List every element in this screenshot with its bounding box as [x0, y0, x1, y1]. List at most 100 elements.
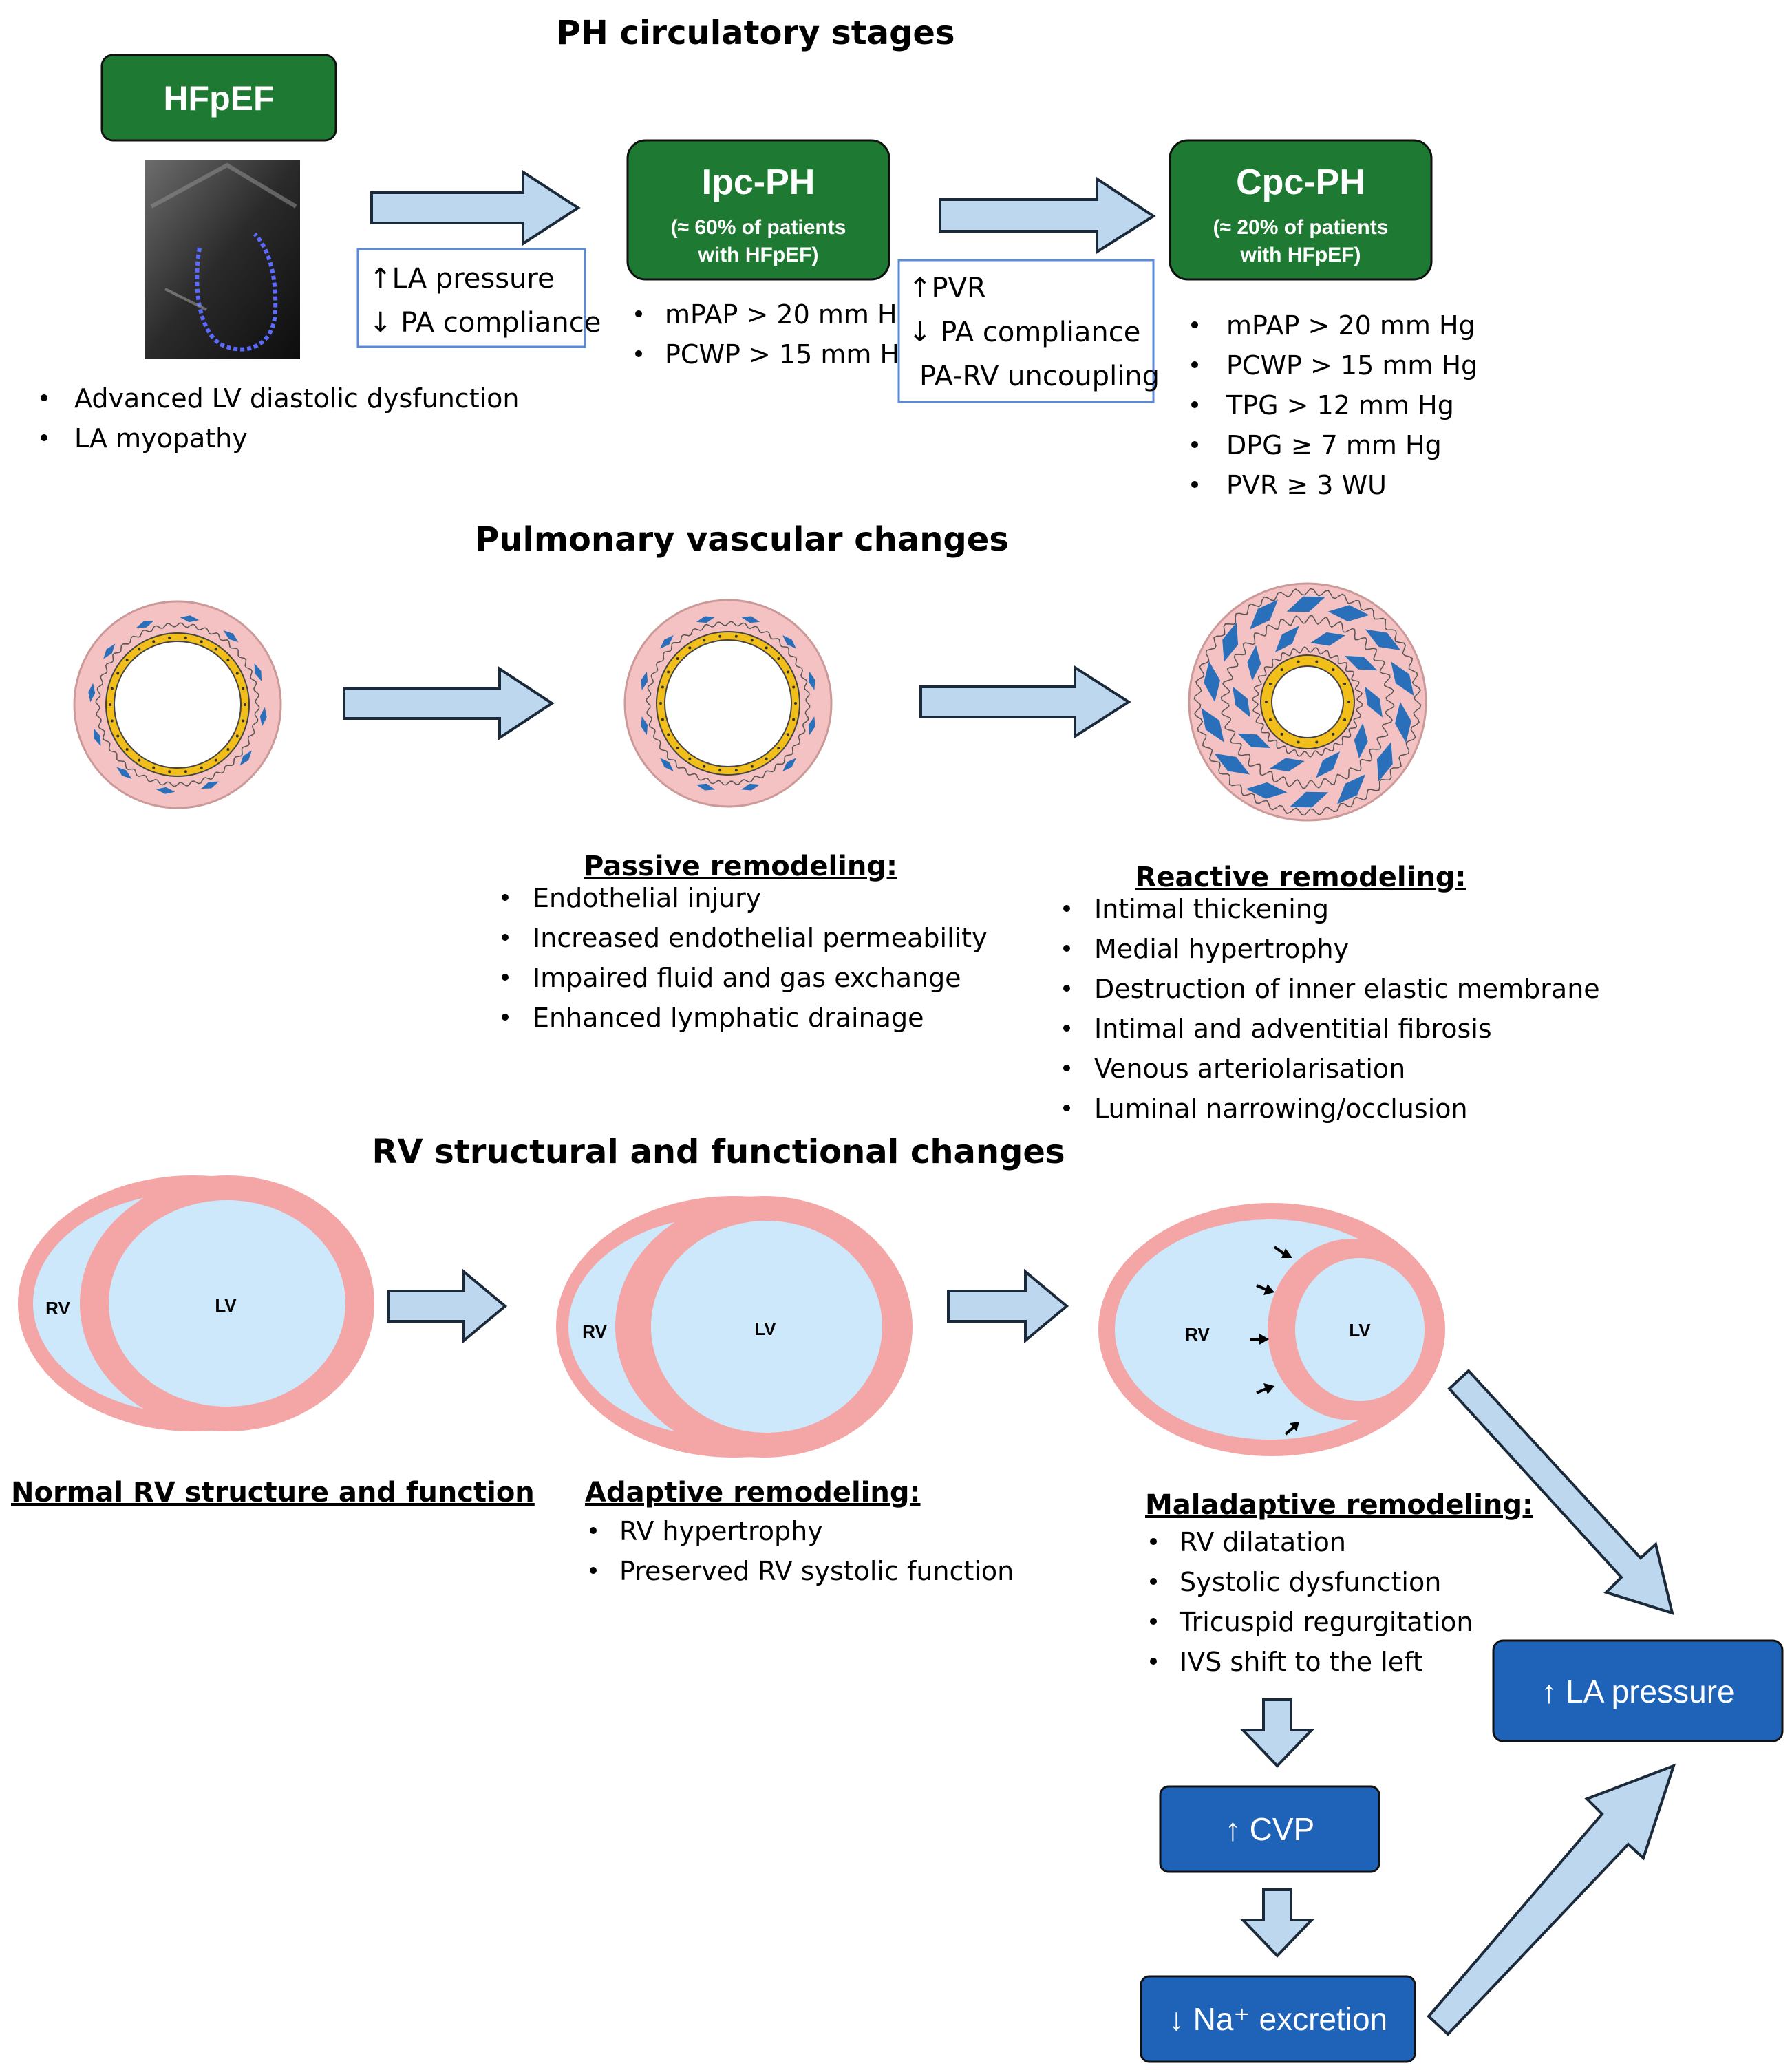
endothelial-nucleus	[1297, 740, 1300, 744]
smooth-muscle-cell	[1286, 596, 1325, 612]
smooth-muscle-cell	[93, 728, 101, 747]
passive-bullet-4: Enhanced lymphatic drainage	[533, 1003, 924, 1033]
endothelial-nucleus	[750, 765, 754, 768]
ipc-ph-label: Ipc-PH	[702, 162, 815, 202]
reactive-bullet-5: Venous arteriolarisation	[1094, 1054, 1405, 1084]
smooth-muscle-cell	[1344, 655, 1378, 671]
endothelial-nucleus	[1315, 660, 1319, 663]
smooth-muscle-cell	[180, 615, 200, 623]
smooth-muscle-cell	[1327, 605, 1369, 622]
endothelial-nucleus	[125, 659, 129, 662]
smooth-muscle-cell	[1214, 753, 1250, 775]
normal-heading: Normal RV structure and function	[11, 1477, 535, 1508]
maladaptive-remodeling: Maladaptive remodeling: RV dilatation Sy…	[1145, 1489, 1533, 1677]
endothelial-nucleus	[116, 734, 120, 738]
endothelial-nucleus	[1332, 668, 1335, 672]
endothelial-nucleus	[667, 733, 670, 736]
cpc-ph-bullets: mPAP > 20 mm Hg PCWP > 15 mm Hg TPG > 12…	[1191, 310, 1478, 500]
reactive-bullet-1: Intimal thickening	[1094, 894, 1329, 924]
transition-box-1: ↑LA pressure ↓ PA compliance	[356, 248, 601, 348]
heart-adaptive-lv: LV	[754, 1319, 776, 1339]
smooth-muscle-cell	[660, 635, 674, 649]
rv-title: RV structural and functional changes	[372, 1133, 1065, 1171]
vessel-passive	[623, 599, 833, 808]
maladaptive-bullet-3: Tricuspid regurgitation	[1179, 1607, 1473, 1637]
transition2-line3: PA-RV uncoupling	[919, 361, 1160, 392]
endothelial-nucleus	[200, 640, 203, 643]
smooth-muscle-cell	[136, 620, 154, 628]
reactive-bullet-4: Intimal and adventitial fibrosis	[1094, 1014, 1492, 1044]
endothelial-nucleus	[792, 685, 796, 689]
elastic-fiber	[1193, 588, 1422, 816]
endothelial-nucleus	[718, 769, 722, 772]
transition2-line2: ↓ PA compliance	[908, 317, 1140, 348]
na-excretion-label: ↓ Na⁺ excretion	[1169, 2001, 1387, 2037]
hfpef-bullets: Advanced LV diastolic dysfunction LA myo…	[41, 383, 519, 454]
endothelial-nucleus	[138, 758, 141, 762]
endothelial-nucleus	[661, 718, 664, 721]
endothelial-nucleus	[667, 670, 670, 674]
arrow-right-3	[343, 666, 555, 740]
endothelial-nucleus	[765, 757, 768, 760]
maladaptive-bullet-1: RV dilatation	[1180, 1527, 1346, 1557]
cpc-bullet-4: DPG ≥ 7 mm Hg	[1226, 430, 1442, 460]
smooth-muscle-cell	[116, 767, 132, 779]
endothelial-nucleus	[661, 685, 664, 689]
endothelial-nucleus	[786, 670, 789, 674]
smooth-muscle-cell	[1233, 686, 1250, 718]
smooth-muscle-cell	[254, 663, 262, 681]
reactive-bullet-3: Destruction of inner elastic membrane	[1094, 974, 1600, 1004]
smooth-muscle-cell	[1269, 758, 1305, 772]
endothelial-nucleus	[1265, 701, 1268, 703]
reactive-bullet-2: Medial hypertrophy	[1094, 934, 1349, 964]
cpc-bullet-3: TPG > 12 mm Hg	[1226, 390, 1454, 420]
smooth-muscle-cell	[1247, 645, 1261, 681]
la-pressure-label: ↑ LA pressure	[1541, 1674, 1734, 1709]
smooth-muscle-cell	[1249, 599, 1279, 630]
arrow-right-6	[947, 1268, 1069, 1344]
endothelial-nucleus	[777, 746, 780, 749]
ipc-ph-sub1: (≈ 60% of patients	[671, 216, 846, 239]
hfpef-box: HFpEF	[100, 54, 337, 142]
arrow-right-2	[939, 176, 1156, 255]
endothelial-nucleus	[1343, 718, 1347, 722]
cpc-bullet-2: PCWP > 15 mm Hg	[1226, 350, 1478, 381]
smooth-muscle-cell	[1290, 791, 1329, 808]
cpc-ph-box: Cpc-PH (≈ 20% of patients with HFpEF)	[1169, 139, 1433, 281]
endothelial-nucleus	[110, 719, 114, 723]
endothelial-nucleus	[703, 639, 706, 642]
ipc-ph-sub2: with HFpEF)	[698, 244, 819, 266]
endothelial-nucleus	[168, 636, 171, 639]
smooth-muscle-cell	[1376, 742, 1393, 782]
na-excretion-box: ↓ Na⁺ excretion	[1140, 1975, 1416, 2063]
heart-maladaptive-rv: RV	[1185, 1324, 1210, 1345]
smooth-muscle-cell	[88, 683, 96, 703]
smooth-muscle-cell	[696, 783, 715, 791]
smooth-muscle-cell	[1365, 629, 1401, 651]
adaptive-bullet-1: RV hypertrophy	[619, 1516, 823, 1546]
adaptive-remodeling: Adaptive remodeling: RV hypertrophy Pres…	[585, 1477, 1014, 1586]
heart-adaptive: RV LV	[556, 1196, 913, 1458]
cpc-ph-sub1: (≈ 20% of patients	[1213, 216, 1389, 239]
smooth-muscle-cell	[696, 616, 715, 623]
endothelial-nucleus	[688, 757, 692, 760]
cpc-ph-sub2: with HFpEF)	[1240, 244, 1361, 266]
elastic-fiber	[95, 622, 260, 787]
smooth-muscle-cell	[741, 616, 760, 623]
endothelial-nucleus	[242, 719, 245, 723]
endothelial-nucleus	[792, 718, 796, 721]
smooth-muscle-cell	[239, 750, 252, 766]
endothelial-nucleus	[676, 746, 679, 749]
elastic-fiber	[1220, 615, 1395, 789]
smooth-muscle-cell	[808, 671, 815, 690]
endothelial-nucleus	[765, 646, 768, 650]
endothelial-nucleus	[734, 769, 738, 772]
smooth-muscle-cell	[1246, 782, 1288, 799]
smooth-muscle-cell	[1336, 774, 1366, 804]
endothelial-nucleus	[110, 687, 114, 690]
heart-adaptive-rv: RV	[582, 1321, 607, 1342]
endothelial-nucleus	[1297, 660, 1300, 663]
endothelial-nucleus	[125, 747, 129, 751]
passive-heading: Passive remodeling:	[584, 851, 897, 882]
